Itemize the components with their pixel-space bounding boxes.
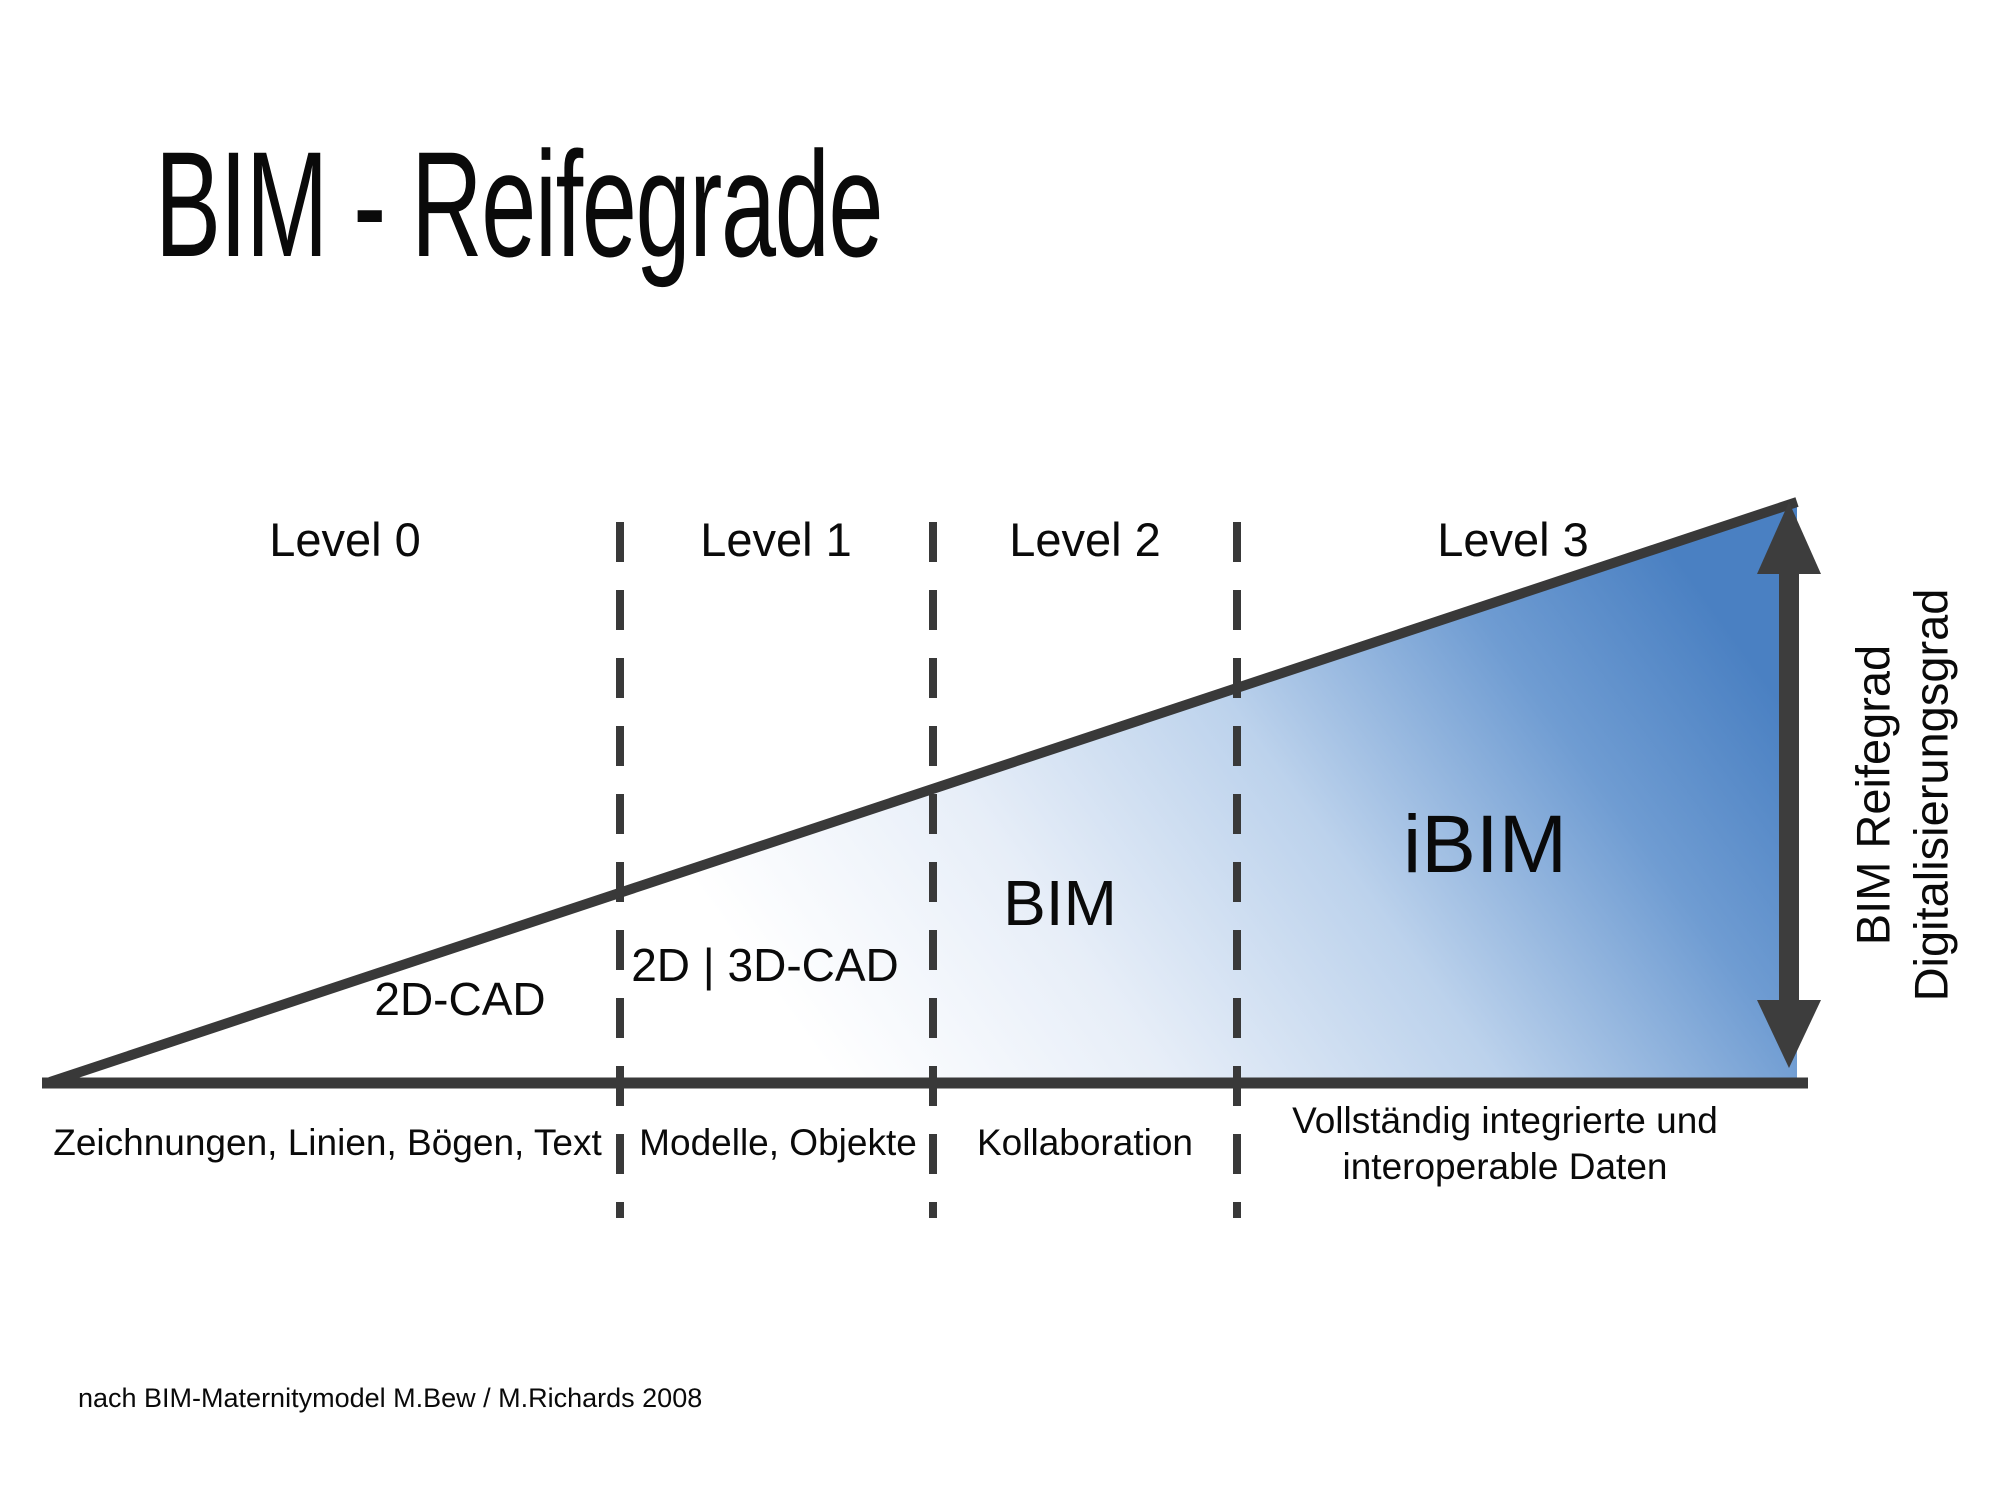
level-1-description: Modelle, Objekte [639, 1122, 917, 1163]
level-2-description: Kollaboration [977, 1122, 1193, 1163]
level-3-label: Level 3 [1437, 513, 1589, 566]
page-title: BIM - Reifegrade [155, 120, 884, 288]
axis-label-line-1: BIM Reifegrad [1846, 644, 1900, 946]
level-2-label: Level 2 [1009, 513, 1161, 566]
zone-label-2d-cad: 2D-CAD [374, 973, 546, 1025]
level-1-label: Level 1 [700, 513, 852, 566]
level-3-description: Vollständig integrierte und interoperabl… [1235, 1098, 1775, 1191]
axis-label: BIM Reifegrad Digitalisierungsgrad [1845, 589, 1962, 1002]
zone-label-ibim: iBIM [1403, 799, 1567, 890]
level-3-description-line-2: interoperable Daten [1342, 1146, 1668, 1188]
vertical-double-arrow-icon [1757, 502, 1821, 1068]
level-3-description-line-1: Vollständig integrierte und [1292, 1100, 1718, 1141]
ramp-line [48, 497, 1799, 1087]
arrow-head-up [1757, 502, 1821, 574]
level-0-label: Level 0 [269, 513, 421, 566]
zone-label-bim: BIM [1003, 867, 1117, 939]
level-0-description: Zeichnungen, Linien, Bögen, Text [53, 1122, 602, 1163]
axis-label-line-2: Digitalisierungsgrad [1905, 588, 1958, 1002]
source-note: nach BIM-Maternitymodel M.Bew / M.Richar… [78, 1383, 703, 1413]
arrow-head-down [1757, 1000, 1821, 1068]
zone-label-2d-3d-cad: 2D | 3D-CAD [631, 939, 899, 991]
